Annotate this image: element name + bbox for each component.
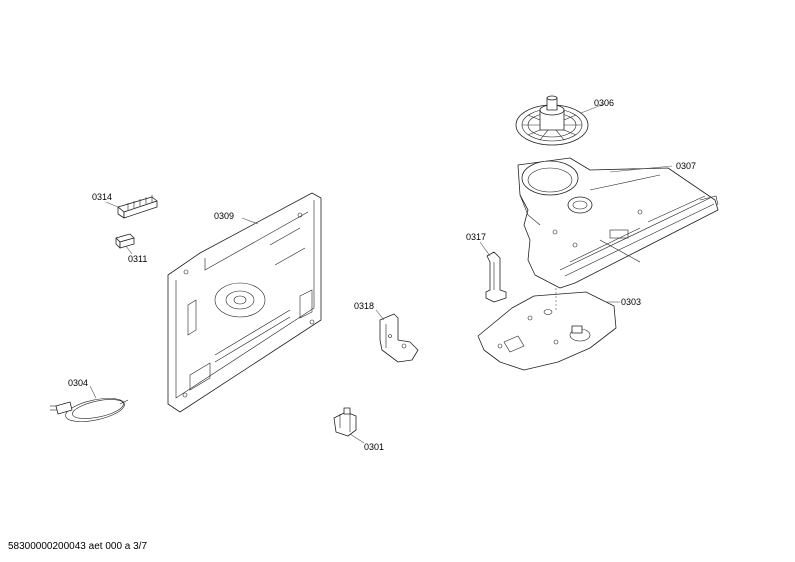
callout-0306[interactable]: 0306 <box>594 98 614 108</box>
callout-0307[interactable]: 0307 <box>676 161 696 171</box>
part-0311-connector[interactable] <box>115 233 135 249</box>
leader-0318 <box>375 309 385 321</box>
part-0301-bracket[interactable] <box>333 407 357 437</box>
part-0303-base-plate[interactable] <box>477 291 617 371</box>
callout-0311[interactable]: 0311 <box>128 254 147 264</box>
part-0318-bracket[interactable] <box>379 313 419 363</box>
callout-0301[interactable]: 0301 <box>364 442 384 452</box>
leader-0301 <box>349 433 365 444</box>
leader-0307 <box>609 165 673 173</box>
leader-0314 <box>105 201 119 208</box>
callout-0317[interactable]: 0317 <box>466 232 486 242</box>
drawing-reference-footer: 58300000200043 aet 000 a 3/7 <box>8 541 148 552</box>
part-0317-bracket[interactable] <box>485 251 507 303</box>
callout-0304[interactable]: 0304 <box>68 378 88 388</box>
leader-0317 <box>479 241 491 257</box>
part-0307-fan-housing[interactable] <box>517 157 719 289</box>
callout-0318[interactable]: 0318 <box>354 301 374 311</box>
part-0314-terminal-block[interactable] <box>117 195 158 219</box>
part-0306-fan-wheel[interactable] <box>515 95 589 146</box>
leader-0309 <box>241 217 259 225</box>
callout-0309[interactable]: 0309 <box>214 211 234 221</box>
leader-0311 <box>125 245 133 255</box>
leader-0304 <box>89 385 97 399</box>
leader-0306 <box>580 103 605 114</box>
callout-0303[interactable]: 0303 <box>621 297 641 307</box>
callout-0314[interactable]: 0314 <box>92 192 112 202</box>
part-0304-mains-cable[interactable] <box>50 394 129 426</box>
part-0309-rear-panel[interactable] <box>167 192 322 413</box>
